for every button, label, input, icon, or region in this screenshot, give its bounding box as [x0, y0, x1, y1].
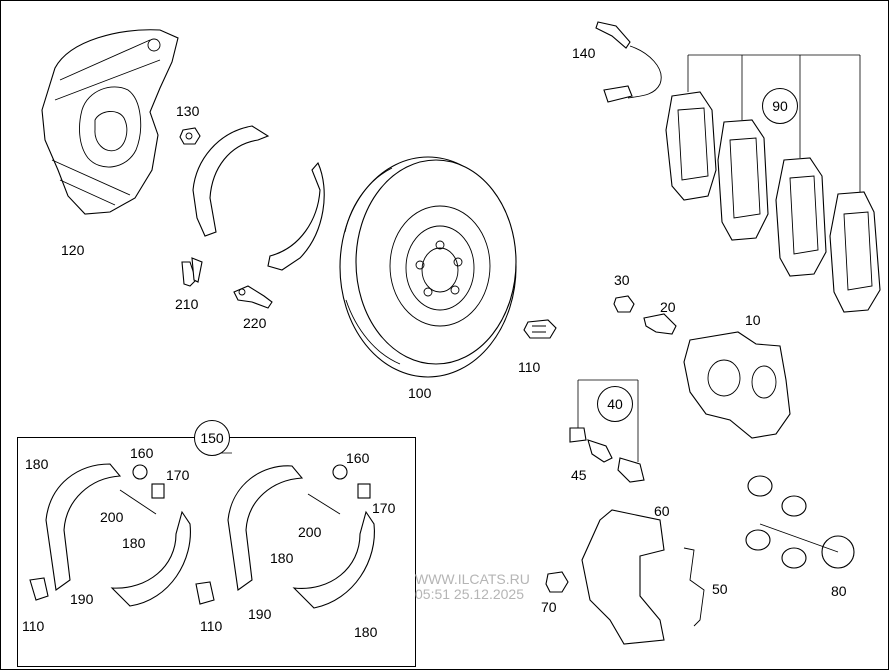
label-180-left-mid[interactable]: 180 [122, 535, 146, 551]
watermark: WWW.ILCATS.RU 05:51 25.12.2025 [415, 572, 530, 601]
label-110-left[interactable]: 110 [22, 618, 45, 634]
label-30[interactable]: 30 [614, 272, 630, 288]
clip-210[interactable] [181, 257, 203, 287]
spring-clip-50[interactable] [683, 547, 705, 627]
label-220[interactable]: 220 [243, 315, 267, 331]
label-50[interactable]: 50 [712, 581, 728, 597]
label-170-right[interactable]: 170 [372, 500, 396, 516]
watermark-site: WWW.ILCATS.RU [415, 571, 530, 587]
label-120[interactable]: 120 [61, 242, 85, 258]
brake-pad-90-b[interactable] [717, 119, 769, 241]
label-140[interactable]: 140 [572, 45, 596, 61]
watermark-timestamp: 05:51 25.12.2025 [415, 585, 524, 602]
label-210[interactable]: 210 [175, 296, 199, 312]
guide-pin-40-sleeve[interactable] [617, 457, 645, 483]
wear-sensor-140[interactable] [595, 21, 662, 103]
callout-150[interactable]: 150 [194, 420, 230, 456]
parking-brake-shoe-upper-left[interactable] [192, 125, 270, 237]
label-10[interactable]: 10 [745, 312, 761, 328]
brake-pad-90-d[interactable] [829, 191, 881, 313]
label-190-left[interactable]: 190 [70, 591, 94, 607]
parking-brake-shoe-set-left[interactable] [29, 463, 191, 607]
label-200-left[interactable]: 200 [100, 509, 124, 525]
brake-pad-90-a[interactable] [665, 91, 717, 201]
label-160-right[interactable]: 160 [346, 450, 370, 466]
brake-caliper-10[interactable] [683, 331, 791, 439]
label-110[interactable]: 110 [518, 359, 541, 375]
label-70[interactable]: 70 [541, 599, 557, 615]
parking-brake-shoe-upper-right[interactable] [267, 161, 325, 271]
label-80[interactable]: 80 [831, 583, 847, 599]
guide-pin-45[interactable] [587, 439, 613, 463]
adjuster-220[interactable] [233, 285, 273, 309]
label-200-right[interactable]: 200 [298, 524, 322, 540]
callout-90[interactable]: 90 [762, 88, 798, 124]
label-180-left-top[interactable]: 180 [25, 456, 49, 472]
label-45[interactable]: 45 [571, 467, 587, 483]
seal-kit-80[interactable] [745, 475, 855, 569]
label-130[interactable]: 130 [176, 103, 200, 119]
label-20[interactable]: 20 [660, 299, 676, 315]
bleeder-screw-20[interactable] [643, 313, 677, 335]
nut-130[interactable] [179, 127, 201, 145]
guide-pin-40-cap[interactable] [569, 427, 587, 443]
label-170-left[interactable]: 170 [166, 467, 190, 483]
bolt-110[interactable] [523, 319, 557, 339]
label-60[interactable]: 60 [654, 503, 670, 519]
bolt-70[interactable] [545, 571, 569, 593]
parking-brake-shoe-set-right[interactable] [195, 464, 375, 609]
label-180-right-mid[interactable]: 180 [270, 550, 294, 566]
brake-disc-100[interactable] [339, 156, 517, 378]
dust-shield-120[interactable] [41, 29, 179, 215]
label-180-right-bottom[interactable]: 180 [354, 624, 378, 640]
callout-40[interactable]: 40 [597, 386, 633, 422]
brake-pad-90-c[interactable] [775, 157, 827, 277]
label-190-right[interactable]: 190 [248, 606, 272, 622]
cap-30[interactable] [613, 295, 635, 313]
caliper-carrier-60[interactable] [581, 509, 665, 645]
label-110-right[interactable]: 110 [200, 618, 223, 634]
label-160-left[interactable]: 160 [130, 445, 154, 461]
label-100[interactable]: 100 [408, 385, 432, 401]
